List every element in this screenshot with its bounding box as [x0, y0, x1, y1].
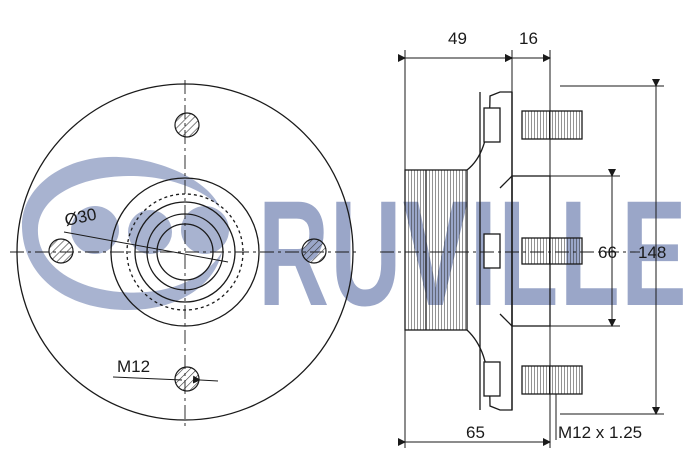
front-view [10, 80, 360, 430]
stud-head-middle [483, 233, 501, 269]
pilot-chamfer-top [499, 175, 513, 189]
dim-16-label: 16 [519, 29, 538, 48]
dim-49-label: 49 [448, 29, 467, 48]
bolt-arrow [192, 375, 219, 384]
bolt-label: M12 [117, 357, 150, 376]
bolt-dimension: M12 [112, 357, 219, 384]
watermark-logo [21, 156, 229, 310]
bolt-hole-right [301, 238, 327, 264]
side-view [380, 91, 640, 411]
stud-top [521, 110, 583, 140]
stud-head-bottom [483, 361, 501, 397]
pilot-chamfer-bottom [499, 313, 513, 327]
bearing-body [404, 169, 468, 331]
bolt-holes [48, 112, 327, 392]
side-dimensions [398, 50, 664, 448]
bolt-leader-line [112, 376, 183, 381]
stud-bottom [521, 365, 583, 395]
thread-label: M12 x 1.25 [558, 423, 642, 442]
dim-66-label: 66 [598, 243, 617, 262]
stud-middle [521, 237, 583, 265]
bolt-hole-bottom [174, 366, 200, 392]
bolt-hole-left [48, 238, 74, 264]
dim-148-label: 148 [638, 243, 666, 262]
bore-leader [63, 231, 229, 263]
bolt-hole-top [174, 112, 200, 138]
stud-head-top [483, 107, 501, 143]
dim-65-label: 65 [466, 423, 485, 442]
